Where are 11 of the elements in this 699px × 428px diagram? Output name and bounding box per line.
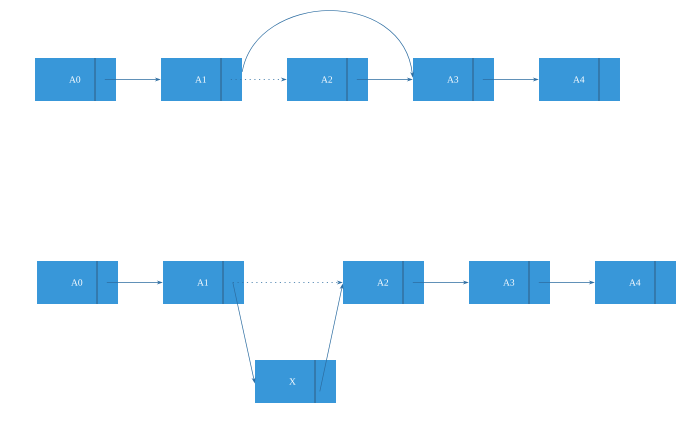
list-node-box: A4 [539,58,620,102]
list-node-box: A4 [595,260,676,304]
list-node-box: A0 [37,260,118,304]
list-node-box: A1 [161,58,242,102]
list-node-box: A3 [413,58,494,102]
list-node-box: A2 [343,260,424,304]
list-node-box: A0 [35,58,116,102]
list-node-box: A2 [287,58,368,102]
list-node-box: A3 [469,260,550,304]
list-node-box: A1 [163,260,244,304]
list-node-box: X [255,360,336,404]
